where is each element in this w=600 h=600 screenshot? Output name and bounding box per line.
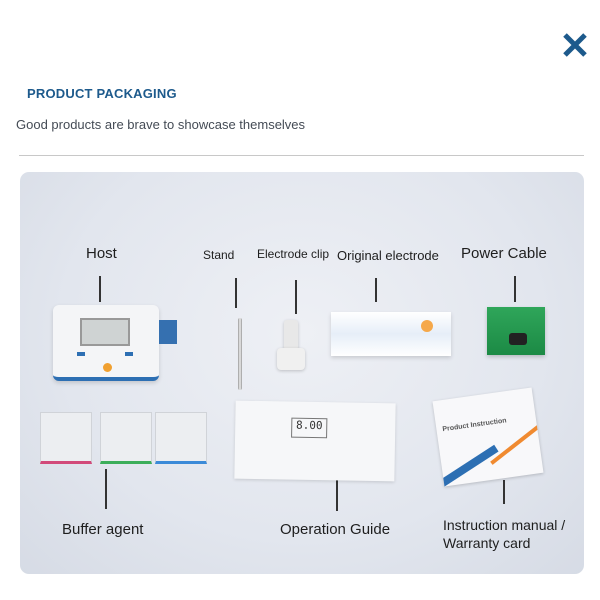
label-host: Host bbox=[86, 245, 117, 262]
label-operation-guide: Operation Guide bbox=[280, 521, 391, 538]
host-meter-image bbox=[53, 305, 159, 381]
label-stand: Stand bbox=[203, 248, 235, 262]
label-power-cable: Power Cable bbox=[461, 245, 547, 262]
leader-line bbox=[336, 478, 338, 511]
leader-line bbox=[375, 278, 377, 302]
power-cable-box-image bbox=[487, 307, 545, 355]
label-buffer-agent: Buffer agent bbox=[62, 521, 144, 538]
label-instruction-manual: Instruction manual / bbox=[443, 517, 566, 533]
leader-line bbox=[514, 276, 516, 302]
clip-base bbox=[277, 348, 305, 370]
leader-line bbox=[295, 280, 297, 314]
subtitle: Good products are brave to showcase them… bbox=[16, 117, 306, 132]
leader-line bbox=[503, 480, 505, 504]
product-packaging-photo: Host Stand Electrode clip Original elect… bbox=[20, 172, 584, 574]
instruction-manual-image: Product Instruction bbox=[432, 387, 544, 487]
leader-line bbox=[105, 469, 107, 509]
divider bbox=[19, 155, 584, 156]
meter-display-readout: 8.00 bbox=[291, 417, 328, 439]
section-title: PRODUCT PACKAGING bbox=[27, 86, 177, 101]
operation-guide-image: 8.00 bbox=[234, 400, 396, 482]
label-electrode-clip: Electrode clip bbox=[257, 247, 330, 261]
close-button[interactable] bbox=[560, 30, 590, 60]
buffer-packet-image bbox=[100, 412, 152, 464]
electrode-box-image bbox=[331, 312, 451, 356]
label-original-electrode: Original electrode bbox=[337, 248, 439, 263]
stand-rod-image bbox=[238, 318, 242, 390]
manual-title: Product Instruction bbox=[442, 417, 507, 434]
label-warranty-card: Warranty card bbox=[443, 535, 531, 551]
buffer-packet-image bbox=[40, 412, 92, 464]
leader-line bbox=[99, 276, 101, 302]
close-icon bbox=[563, 33, 587, 57]
electrode-clip-image bbox=[284, 320, 298, 350]
electrode-connector bbox=[159, 320, 177, 344]
leader-line bbox=[235, 278, 237, 308]
buffer-packet-image bbox=[155, 412, 207, 464]
